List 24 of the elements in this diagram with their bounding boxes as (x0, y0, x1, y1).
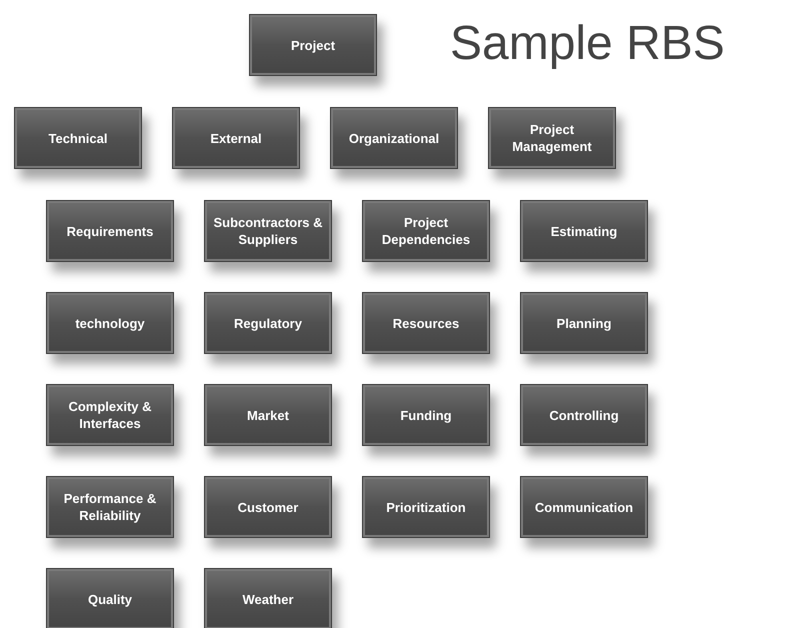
category-box: technology (46, 292, 174, 354)
category-box: Regulatory (204, 292, 332, 354)
category-box: Estimating (520, 200, 648, 262)
category-box: External (172, 107, 300, 169)
category-box: Weather (204, 568, 332, 628)
category-box: Performance & Reliability (46, 476, 174, 538)
category-box: Prioritization (362, 476, 490, 538)
category-box: Technical (14, 107, 142, 169)
diagram-title: Sample RBS (450, 16, 725, 71)
category-box: Funding (362, 384, 490, 446)
category-box: Communication (520, 476, 648, 538)
category-box: Planning (520, 292, 648, 354)
category-box: Quality (46, 568, 174, 628)
category-box: Organizational (330, 107, 458, 169)
category-box: Complexity & Interfaces (46, 384, 174, 446)
category-box: Requirements (46, 200, 174, 262)
category-box: Project Management (488, 107, 616, 169)
category-box: Project Dependencies (362, 200, 490, 262)
category-box: Market (204, 384, 332, 446)
root-box: Project (249, 14, 377, 76)
category-box: Customer (204, 476, 332, 538)
category-box: Subcontractors & Suppliers (204, 200, 332, 262)
category-box: Controlling (520, 384, 648, 446)
category-box: Resources (362, 292, 490, 354)
